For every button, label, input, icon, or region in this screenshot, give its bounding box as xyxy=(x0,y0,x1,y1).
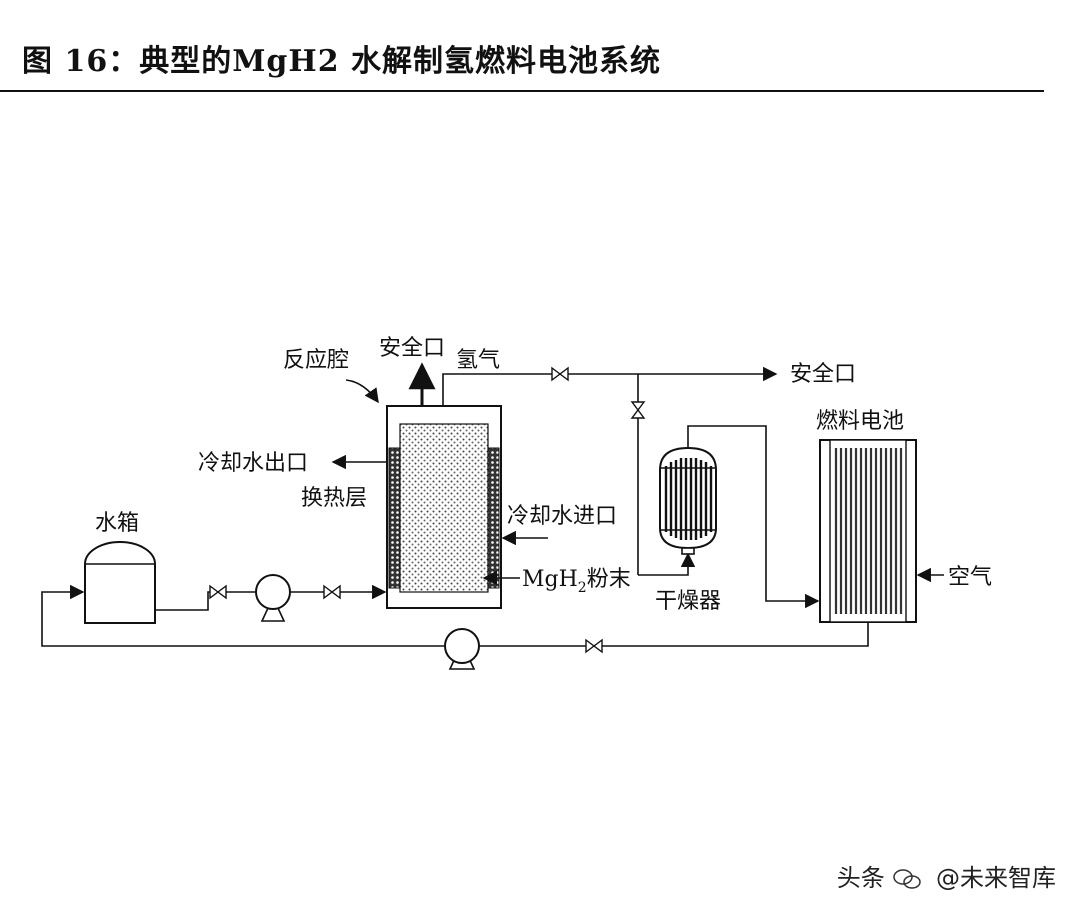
label-hydrogen: 氢气 xyxy=(456,348,500,373)
label-reaction-chamber: 反应腔 xyxy=(283,348,349,373)
dryer-outlet-pipe xyxy=(687,425,820,609)
valve-icon xyxy=(630,401,646,419)
label-dryer: 干燥器 xyxy=(655,589,721,614)
label-heat-exchange-layer: 换热层 xyxy=(301,486,367,511)
label-mgh2-prefix: MgH xyxy=(522,567,578,592)
label-fuel-cell: 燃料电池 xyxy=(816,409,904,434)
label-water-tank: 水箱 xyxy=(95,511,139,536)
feed-pipe xyxy=(155,584,387,611)
watermark-account: @未来智库 xyxy=(936,864,1056,892)
valve-icon xyxy=(323,584,341,600)
feed-pump-icon xyxy=(255,574,291,622)
fuel-cell-stack xyxy=(819,439,917,623)
label-mgh2-suffix: 粉末 xyxy=(587,567,631,592)
dryer xyxy=(659,434,717,555)
label-cooling-water-outlet: 冷却水出口 xyxy=(198,451,308,476)
hydrogen-pipe xyxy=(442,366,778,406)
mgh2-powder-bed xyxy=(399,423,489,593)
wechat-logo-icon xyxy=(893,869,922,889)
label-mgh2-subscript: 2 xyxy=(578,580,587,596)
heat-exchange-layer-right xyxy=(487,447,500,589)
valve-icon xyxy=(551,366,569,382)
return-pump-icon xyxy=(444,628,480,670)
label-cooling-water-inlet: 冷却水进口 xyxy=(507,504,617,529)
label-safety-outlet-top: 安全口 xyxy=(379,336,445,361)
valve-icon xyxy=(209,584,227,600)
watermark-source: 头条 xyxy=(836,864,885,892)
label-mgh2-powder: MgH2粉末 xyxy=(522,567,631,596)
figure-title: 图 16：典型的MgH2 水解制氢燃料电池系统 xyxy=(22,44,662,79)
return-pipe xyxy=(41,584,869,647)
label-safety-outlet-right: 安全口 xyxy=(790,362,856,387)
reaction-chamber-pointer xyxy=(345,379,379,404)
heat-exchange-layer-left xyxy=(388,447,401,589)
water-tank xyxy=(84,541,156,624)
label-air: 空气 xyxy=(948,565,992,590)
title-rule xyxy=(0,90,1044,92)
valve-icon xyxy=(585,638,603,654)
dryer-inlet-pipe xyxy=(638,552,696,576)
watermark: 头条 @未来智库 xyxy=(837,858,1056,893)
